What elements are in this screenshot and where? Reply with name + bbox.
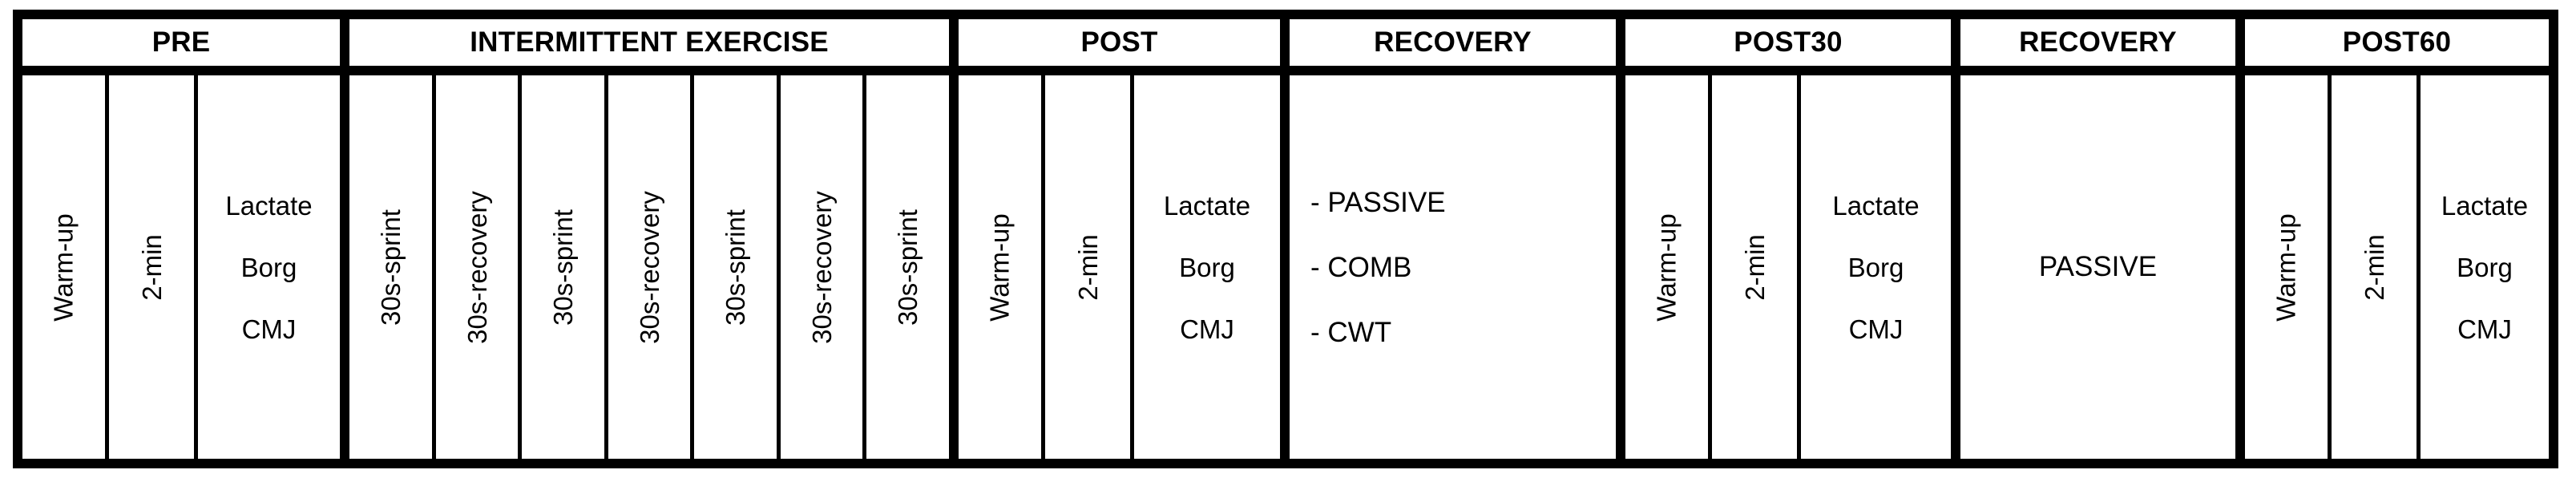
pre-two-min-cell: 2-min [105,75,194,459]
phase-body-pre: Warm-up 2-min Lactate Borg CMJ [22,75,340,459]
post60-measure-cmj: CMJ [2457,314,2512,344]
post30-measures-stack: Lactate Borg CMJ [1801,192,1951,342]
post-warmup-cell: Warm-up [959,75,1041,459]
pre-measure-lactate: Lactate [225,190,313,221]
protocol-detail-row: Warm-up 2-min Lactate Borg CMJ 30s-sprin… [22,75,2549,459]
post60-measure-borg: Borg [2457,252,2513,282]
phase-header-intermittent-exercise: INTERMITTENT EXERCISE [340,19,949,66]
bout-label-2: 30s-recovery [462,190,492,344]
post60-measure-lactate: Lactate [2441,190,2529,221]
experimental-protocol-table: PRE INTERMITTENT EXERCISE POST RECOVERY … [13,10,2558,468]
bout-label-5: 30s-sprint [721,209,751,326]
phase-header-post: POST [949,19,1280,66]
recovery-option-passive: - PASSIVE [1310,186,1446,218]
post-measures-stack: Lactate Borg CMJ [1134,192,1280,342]
bout-label-4: 30s-recovery [634,190,664,344]
post-warmup-label: Warm-up [985,213,1015,322]
phase-body-recovery-1: - PASSIVE - COMB - CWT [1280,75,1616,459]
phase-header-post60: POST60 [2235,19,2549,66]
bout-cell-3: 30s-sprint [518,75,604,459]
recovery-2-cell: PASSIVE [1960,75,2235,459]
protocol-phase-header-row: PRE INTERMITTENT EXERCISE POST RECOVERY … [22,19,2549,75]
bout-cell-1: 30s-sprint [349,75,432,459]
phase-header-post30: POST30 [1616,19,1951,66]
bout-label-1: 30s-sprint [375,209,406,326]
phase-body-recovery-2: PASSIVE [1951,75,2235,459]
post30-measures-cell: Lactate Borg CMJ [1797,75,1951,459]
recovery-1-options-cell: - PASSIVE - COMB - CWT [1290,75,1616,459]
pre-measures-cell: Lactate Borg CMJ [194,75,340,459]
pre-measure-cmj: CMJ [241,314,297,344]
phase-header-recovery-2: RECOVERY [1951,19,2235,66]
bout-cell-7: 30s-sprint [862,75,950,459]
pre-warmup-cell: Warm-up [22,75,105,459]
phase-body-post: Warm-up 2-min Lactate Borg CMJ [949,75,1280,459]
recovery-1-option-list: - PASSIVE - COMB - CWT [1290,188,1616,346]
phase-body-intermittent-exercise: 30s-sprint 30s-recovery 30s-sprint 30s-r… [340,75,950,459]
post60-warmup-label: Warm-up [2271,213,2302,322]
pre-measures-stack: Lactate Borg CMJ [198,192,340,342]
bout-cell-2: 30s-recovery [431,75,519,459]
phase-header-recovery-1: RECOVERY [1280,19,1616,66]
post30-two-min-cell: 2-min [1708,75,1797,459]
bout-cell-4: 30s-recovery [604,75,691,459]
post30-measure-borg: Borg [1847,252,1904,282]
post30-measure-cmj: CMJ [1848,314,1904,344]
post-measure-borg: Borg [1179,252,1235,282]
bout-label-3: 30s-sprint [547,209,578,326]
phase-body-post30: Warm-up 2-min Lactate Borg CMJ [1616,75,1951,459]
post-measure-lactate: Lactate [1163,190,1251,221]
pre-two-min-label: 2-min [136,233,167,301]
post60-two-min-label: 2-min [2359,233,2389,301]
recovery-option-comb: - COMB [1310,251,1412,283]
post30-measure-lactate: Lactate [1832,190,1920,221]
recovery-option-cwt: - CWT [1310,316,1392,348]
bout-label-6: 30s-recovery [806,190,837,344]
post60-two-min-cell: 2-min [2328,75,2417,459]
post30-warmup-cell: Warm-up [1625,75,1708,459]
post60-measures-cell: Lactate Borg CMJ [2417,75,2549,459]
post60-measures-stack: Lactate Borg CMJ [2421,192,2549,342]
post-measure-cmj: CMJ [1180,314,1234,344]
bout-cell-6: 30s-recovery [776,75,863,459]
post-measures-cell: Lactate Borg CMJ [1130,75,1280,459]
post30-warmup-label: Warm-up [1652,213,1682,322]
pre-measure-borg: Borg [240,252,297,282]
phase-body-post60: Warm-up 2-min Lactate Borg CMJ [2235,75,2549,459]
pre-warmup-label: Warm-up [49,213,79,322]
phase-header-pre: PRE [22,19,340,66]
post-two-min-label: 2-min [1072,233,1103,301]
post30-two-min-label: 2-min [1739,233,1770,301]
recovery-2-label: PASSIVE [2038,251,2158,282]
post-two-min-cell: 2-min [1041,75,1130,459]
bout-cell-5: 30s-sprint [690,75,777,459]
bout-label-7: 30s-sprint [893,209,923,326]
post60-warmup-cell: Warm-up [2245,75,2328,459]
